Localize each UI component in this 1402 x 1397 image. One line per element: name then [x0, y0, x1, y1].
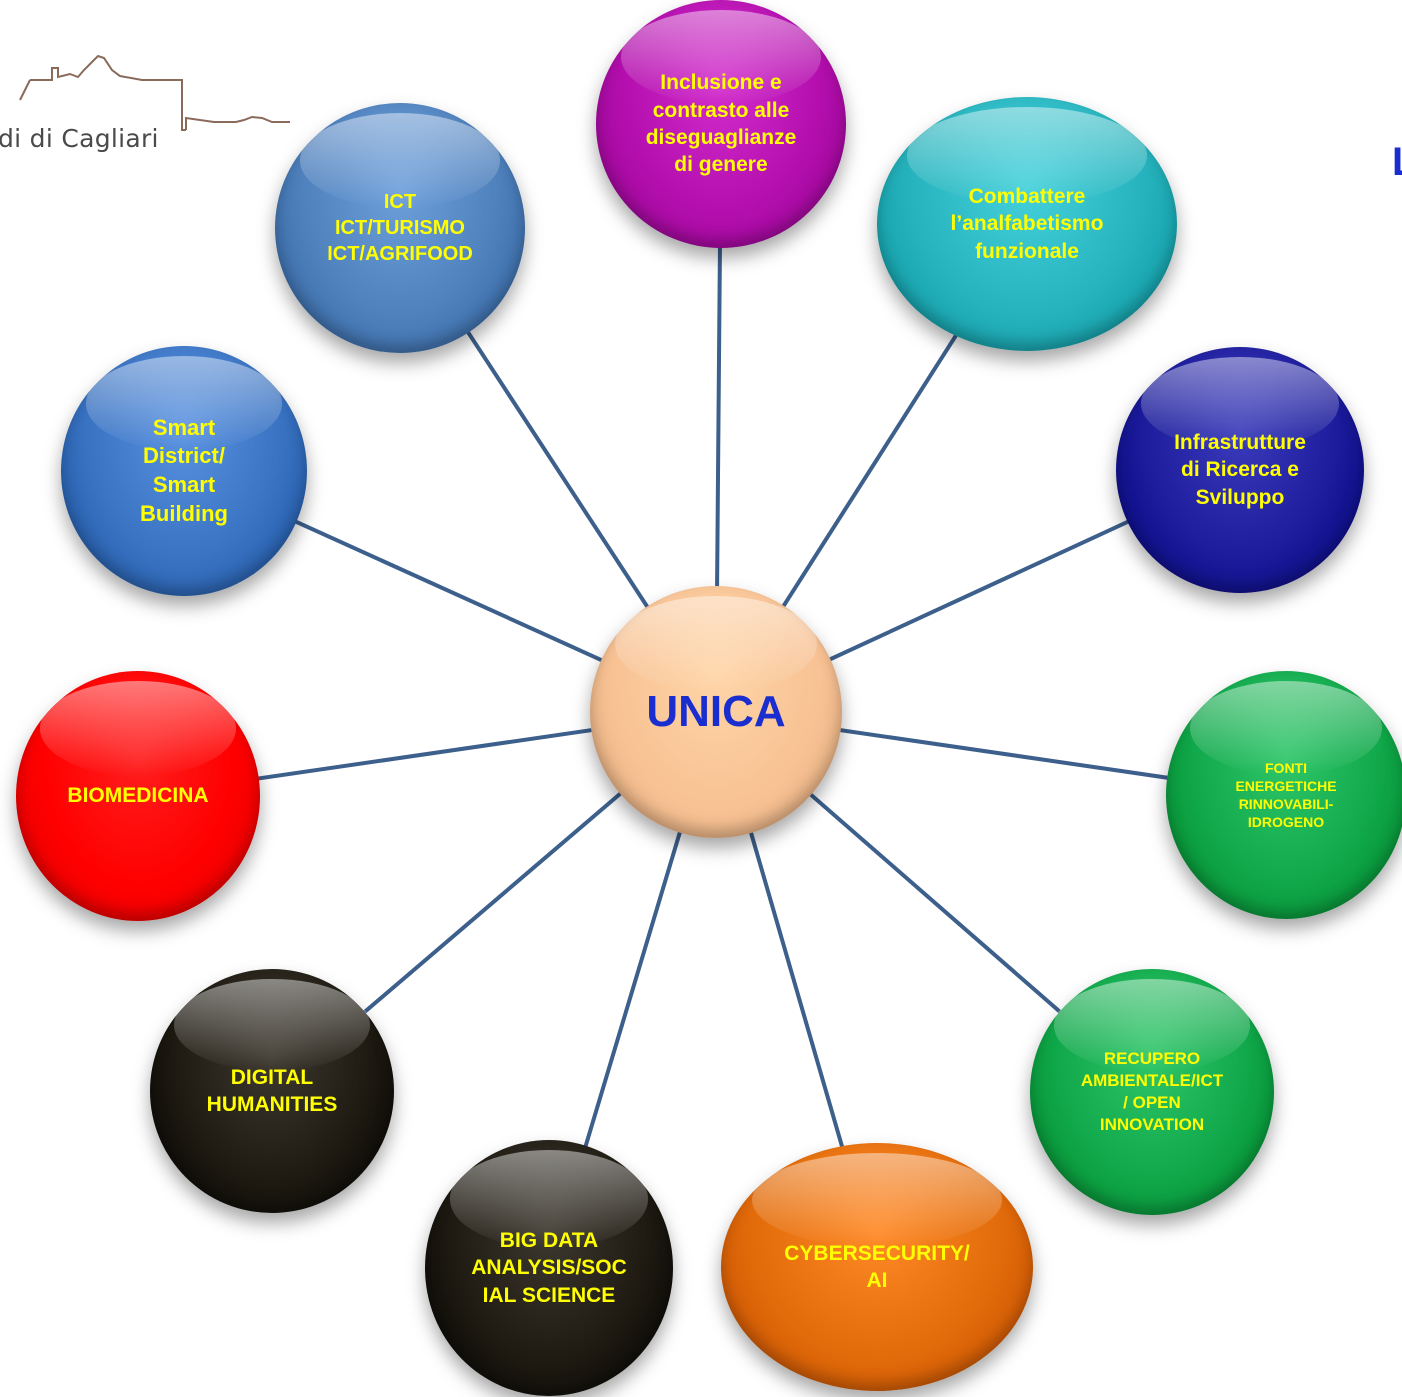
logo-text: di di Cagliari [0, 124, 159, 153]
node-fonti: FONTI ENERGETICHE RINNOVABILI- IDROGENO [1166, 671, 1402, 919]
clipped-heading-letter: L [1392, 140, 1402, 185]
node-infrastrutture: Infrastrutture di Ricerca e Sviluppo [1116, 347, 1364, 593]
node-label-humanities: DIGITAL HUMANITIES [206, 1065, 338, 1116]
node-label-bigdata: BIG DATA ANALYSIS/SOC IAL SCIENCE [471, 1229, 627, 1307]
node-label-biomedicina: BIOMEDICINA [67, 784, 209, 808]
node-cyber: CYBERSECURITY/ AI [721, 1143, 1033, 1391]
node-inclusione: Inclusione e contrasto alle diseguaglian… [596, 0, 846, 248]
node-analfabetismo: Combattere l’analfabetismo funzionale [877, 97, 1177, 351]
center-label: UNICA [646, 687, 786, 736]
node-label-inclusione: Inclusione e contrasto alle diseguaglian… [645, 71, 797, 177]
node-ict: ICT ICT/TURISMO ICT/AGRIFOOD [275, 103, 525, 353]
node-humanities: DIGITAL HUMANITIES [150, 969, 394, 1213]
node-label-cyber: CYBERSECURITY/ AI [784, 1241, 970, 1292]
node-smart: Smart District/ Smart Building [61, 346, 307, 596]
node-label-infrastrutture: Infrastrutture di Ricerca e Sviluppo [1174, 431, 1306, 509]
center-node-unica: UNICA [590, 586, 842, 838]
university-logo: di di Cagliari [0, 40, 310, 153]
node-label-recupero: RECUPERO AMBIENTALE/ICT / OPEN INNOVATIO… [1080, 1048, 1224, 1135]
node-bigdata: BIG DATA ANALYSIS/SOC IAL SCIENCE [425, 1140, 673, 1396]
node-recupero: RECUPERO AMBIENTALE/ICT / OPEN INNOVATIO… [1030, 969, 1274, 1215]
node-label-smart: Smart District/ Smart Building [140, 414, 228, 526]
node-label-analfabetismo: Combattere l’analfabetismo funzionale [950, 185, 1104, 263]
cagliari-skyline-icon [19, 54, 290, 131]
node-label-fonti: FONTI ENERGETICHE RINNOVABILI- IDROGENO [1235, 759, 1337, 831]
node-label-ict: ICT ICT/TURISMO ICT/AGRIFOOD [327, 191, 473, 265]
node-biomedicina: BIOMEDICINA [16, 671, 260, 921]
